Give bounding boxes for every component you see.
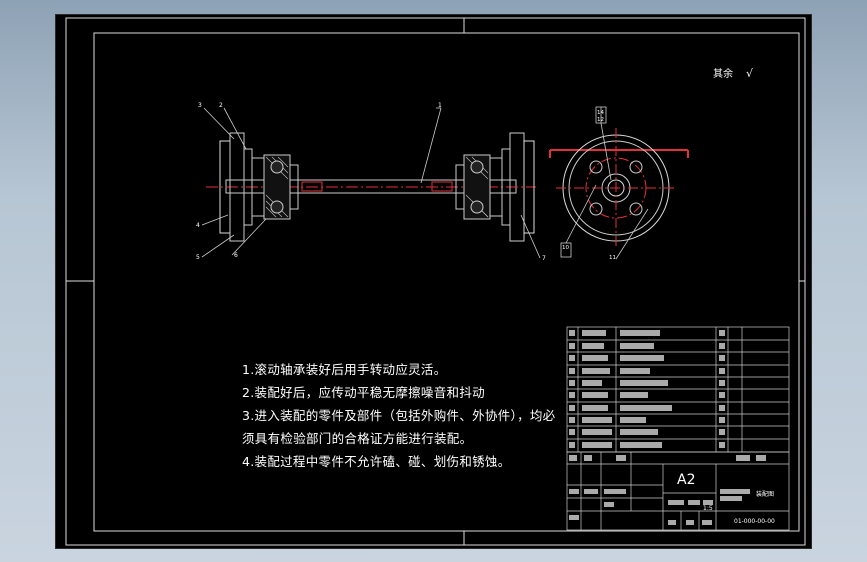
balloon-6: 6	[234, 252, 238, 259]
left-bearing-top	[270, 160, 284, 174]
balloon-5: 5	[196, 254, 200, 261]
roughness-symbol: √	[746, 67, 754, 80]
end-view-leaders	[560, 106, 649, 260]
drawing-canvas: 其余 √	[65, 17, 806, 546]
parts-list-glyphs	[569, 330, 725, 448]
drawing-scale: 1:5	[703, 505, 713, 512]
cad-viewport[interactable]: 其余 √	[55, 14, 812, 549]
note-2: 2.装配好后，应传动平稳无摩擦噪音和抖动	[242, 385, 485, 400]
drawing-title: 装配图	[756, 490, 774, 498]
balloon-11: 11	[609, 255, 616, 261]
title-block	[566, 451, 790, 531]
balloon-1: 1	[438, 102, 442, 109]
note-3: 3.进入装配的零件及部件（包括外购件、外协件），均必	[242, 408, 556, 423]
sheet-size: A2	[677, 472, 695, 488]
right-bearing-bottom	[470, 200, 484, 214]
balloon-3: 3	[198, 102, 202, 109]
balloon-12: 12	[597, 117, 604, 123]
shaft-assembly-view	[206, 132, 536, 242]
left-bearing-bottom	[270, 200, 284, 214]
right-bearing-top	[470, 160, 484, 174]
drawing-number: 01-000-00-00	[734, 518, 775, 525]
end-view	[549, 128, 689, 248]
roughness-label: 其余	[713, 67, 733, 80]
balloon-7: 7	[542, 255, 546, 262]
main-view-leaders	[201, 107, 541, 259]
balloon-2: 2	[219, 102, 223, 109]
drawing-frame	[93, 32, 800, 532]
note-4: 须具有检验部门的合格证方能进行装配。	[242, 431, 473, 446]
end-view-balloons: 14 12 10 11	[562, 110, 616, 261]
balloon-10: 10	[562, 245, 569, 251]
note-1: 1.滚动轴承装好后用手转动应灵活。	[242, 362, 447, 377]
balloon-4: 4	[196, 222, 200, 229]
note-5: 4.装配过程中零件不允许磕、碰、划伤和锈蚀。	[242, 454, 511, 469]
main-view-balloons: 3 2 1 4 5 6 7	[196, 102, 546, 262]
balloon-14: 14	[597, 110, 604, 116]
title-block-glyphs	[569, 455, 766, 525]
